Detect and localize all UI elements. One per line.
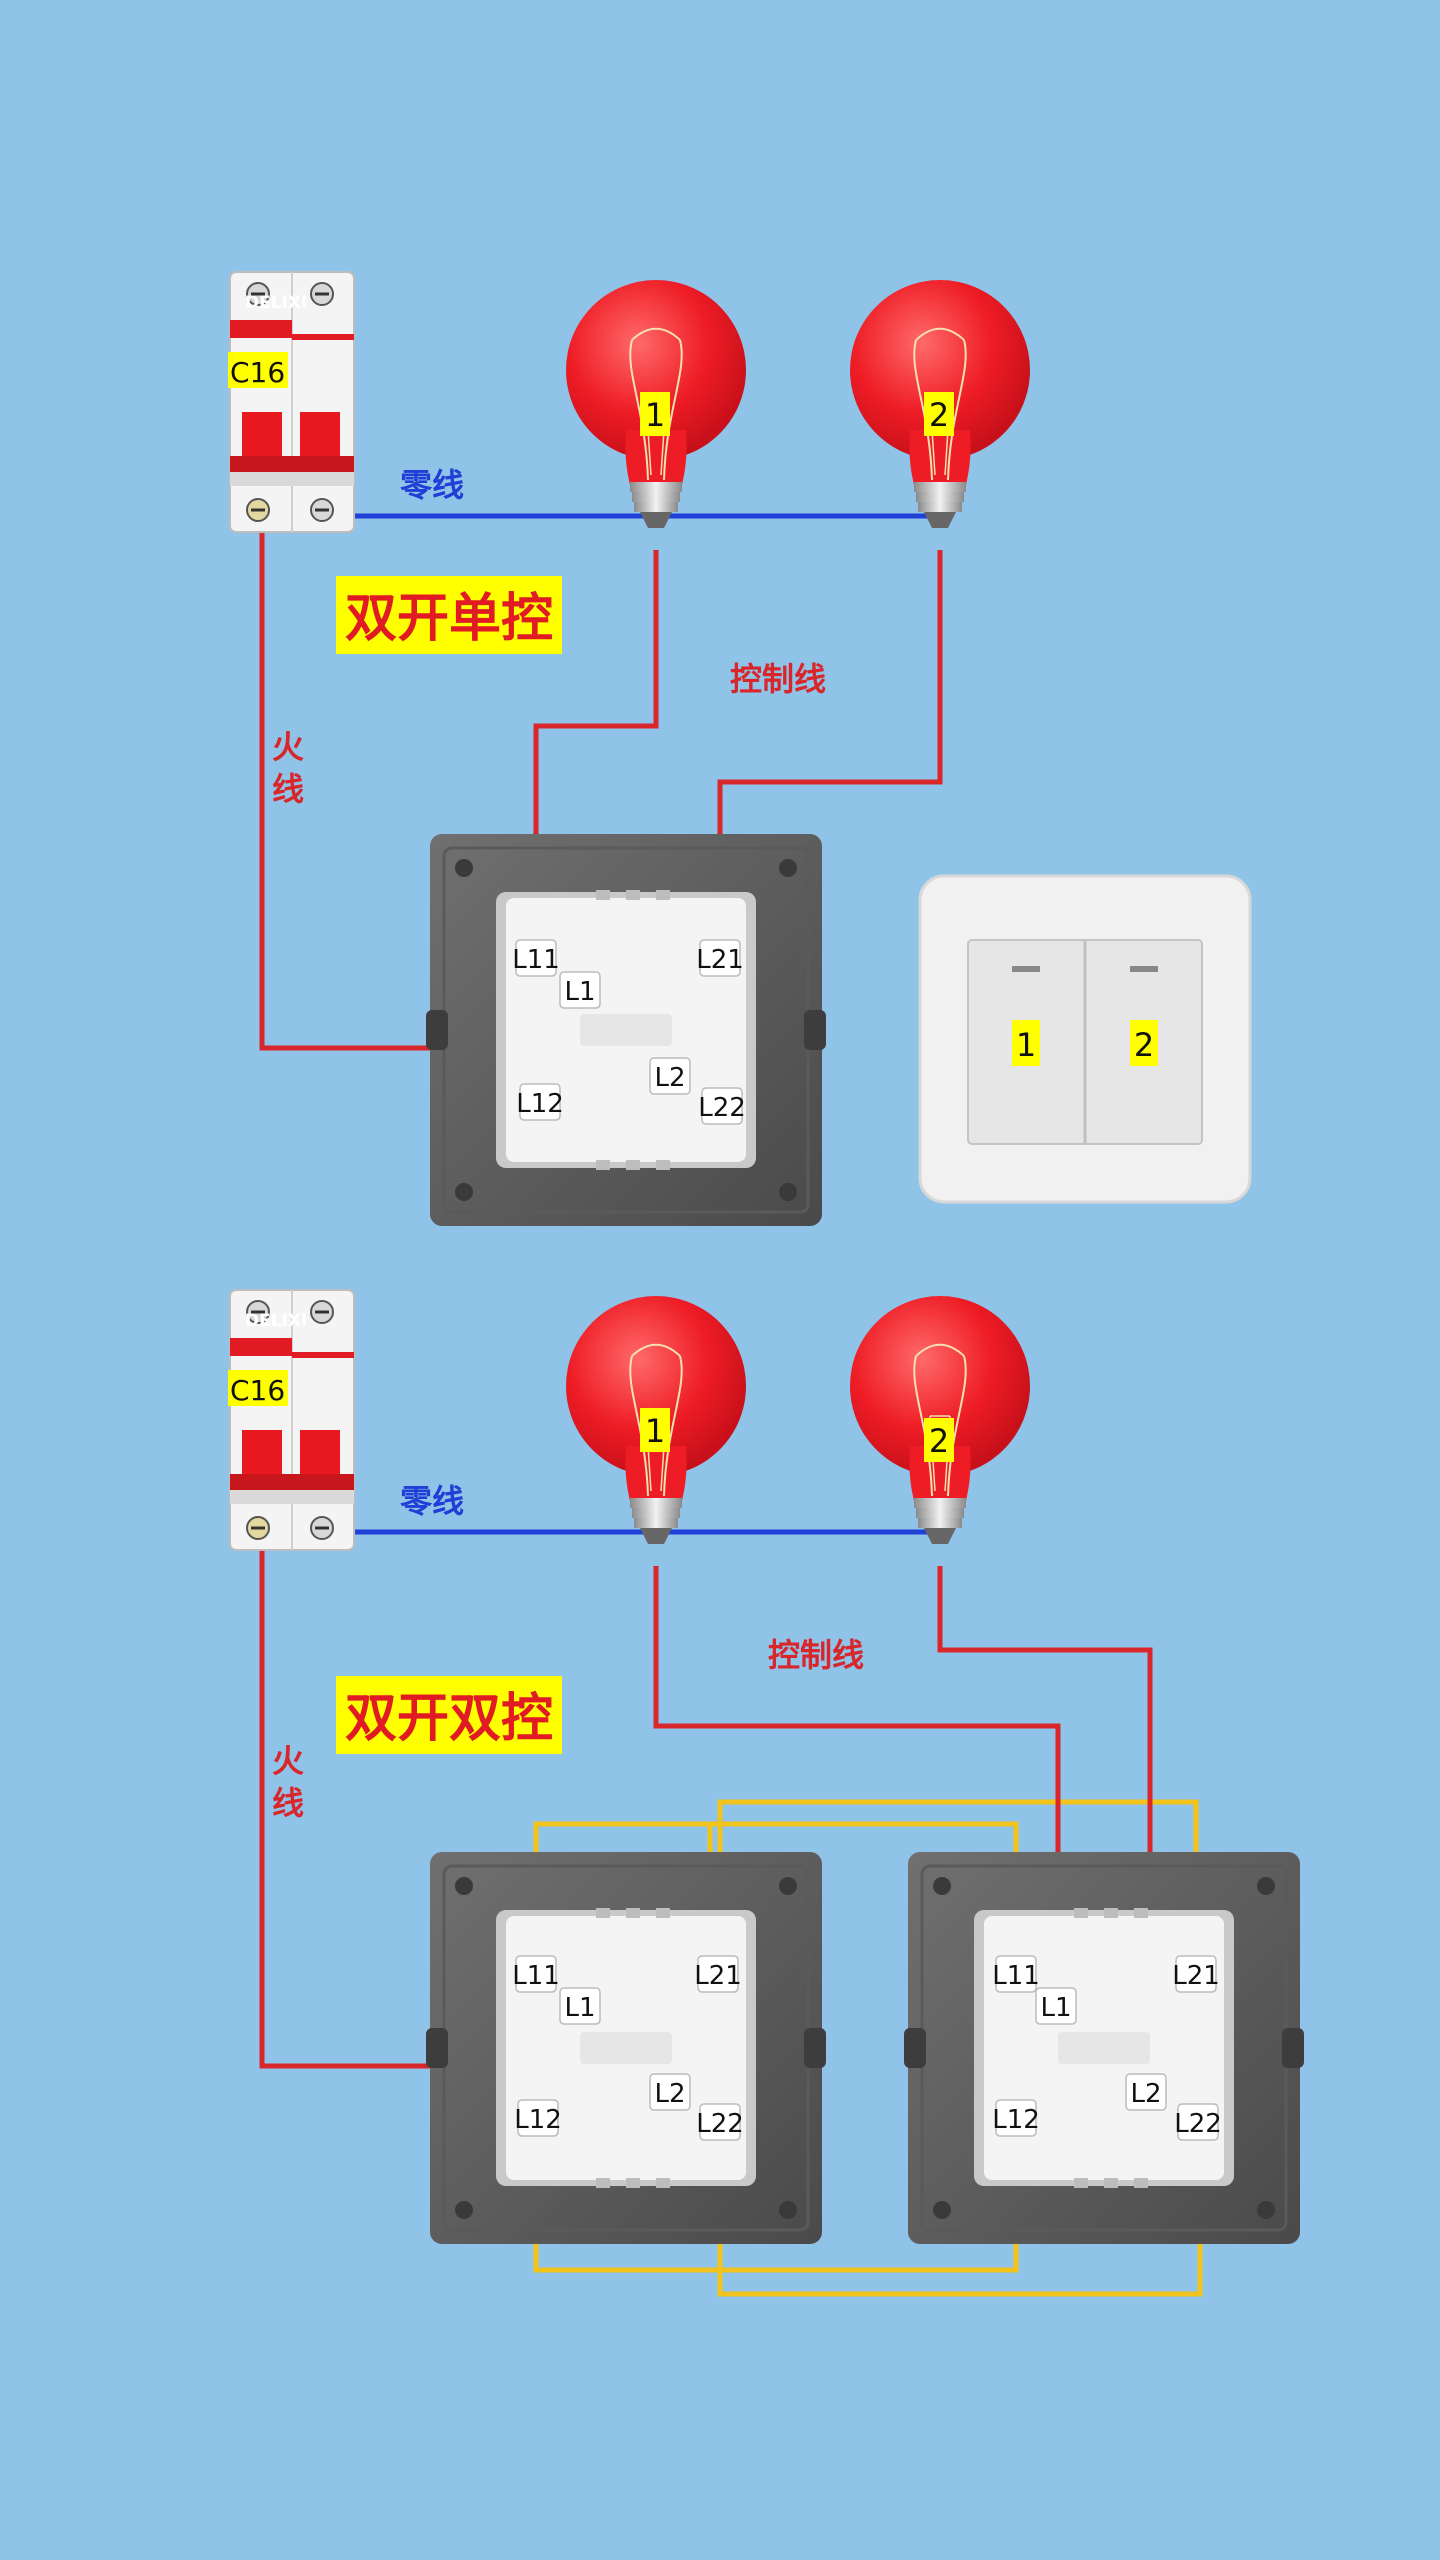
breaker-rating: C16	[230, 1374, 285, 1407]
breaker-rating-bg	[228, 352, 288, 388]
live-label-char-2: 线	[272, 770, 304, 808]
terminal-l21: L21	[696, 945, 744, 975]
terminal-l12: L12	[516, 1089, 564, 1119]
switch-a-terminal-l1: L1	[564, 1993, 595, 2023]
title-bg	[336, 576, 562, 654]
terminal-l2: L2	[654, 1063, 685, 1093]
traveler-wire-top-b	[717, 1799, 1199, 1876]
title-bg	[336, 1676, 562, 1754]
bulb-2-label-bg	[924, 392, 954, 436]
terminal-l1: L1	[564, 977, 595, 1007]
double-switch-a	[424, 1850, 828, 2246]
switch-b-terminal-l21: L21	[1172, 1961, 1220, 1991]
switch-front-panel: 1 2	[918, 874, 1252, 1204]
switch-b-terminal-l12: L12	[992, 2105, 1040, 2135]
breaker-brand: DELIXI	[245, 1311, 307, 1331]
switch-a-terminal-l12: L12	[514, 2105, 562, 2135]
switch-a-terminal-l22: L22	[696, 2109, 744, 2139]
neutral-label: 零线	[400, 466, 464, 504]
bulb-1-label-bg	[640, 392, 670, 436]
switch-a-terminal-l11: L11	[512, 1961, 560, 1991]
panel-button-2-label: 2	[1134, 1026, 1154, 1064]
diagram-double-control: DELIXI C16 1 2 零线 火 线 控制线 双开双控 L11 L21 L…	[228, 1288, 1306, 2297]
switch-b-terminal-l1: L1	[1040, 1993, 1071, 2023]
bulb-2-label-bg	[924, 1418, 954, 1462]
terminal-l11: L11	[512, 945, 560, 975]
panel-button-1-label: 1	[1016, 1026, 1036, 1064]
double-switch	[424, 832, 828, 1228]
switch-b-terminal-l22: L22	[1174, 2109, 1222, 2139]
breaker-rating: C16	[230, 356, 285, 389]
breaker-rating-bg	[228, 1370, 288, 1406]
switch-a-terminal-l2: L2	[654, 2079, 685, 2109]
switch-a-terminal-l21: L21	[694, 1961, 742, 1991]
bulb-1-label: 1	[645, 396, 665, 434]
bulb-2-label: 2	[929, 396, 949, 434]
double-switch-b	[902, 1850, 1306, 2246]
diagram-single-control: DELIXI C16 1 2 零线 火 线 控制线 双开单控 L11 L21 L…	[228, 270, 1252, 1228]
bulb-1-label-bg	[640, 1408, 670, 1452]
diagram-title: 双开双控	[345, 1689, 553, 1749]
breaker-brand: DELIXI	[245, 293, 307, 313]
terminal-l22: L22	[698, 1093, 746, 1123]
bulb-2-label: 2	[929, 1422, 949, 1460]
control-wire-1	[533, 550, 659, 940]
diagram-title: 双开单控	[345, 589, 553, 649]
live-label-char-1: 火	[272, 728, 304, 766]
bulb-1-label: 1	[645, 1412, 665, 1450]
switch-b-terminal-l2: L2	[1130, 2079, 1161, 2109]
control-label: 控制线	[730, 660, 826, 698]
neutral-label: 零线	[400, 1482, 464, 1520]
live-label-char-1: 火	[272, 1742, 304, 1780]
live-label-char-2: 线	[272, 1784, 304, 1822]
control-label: 控制线	[768, 1636, 864, 1674]
switch-b-terminal-l11: L11	[992, 1961, 1040, 1991]
